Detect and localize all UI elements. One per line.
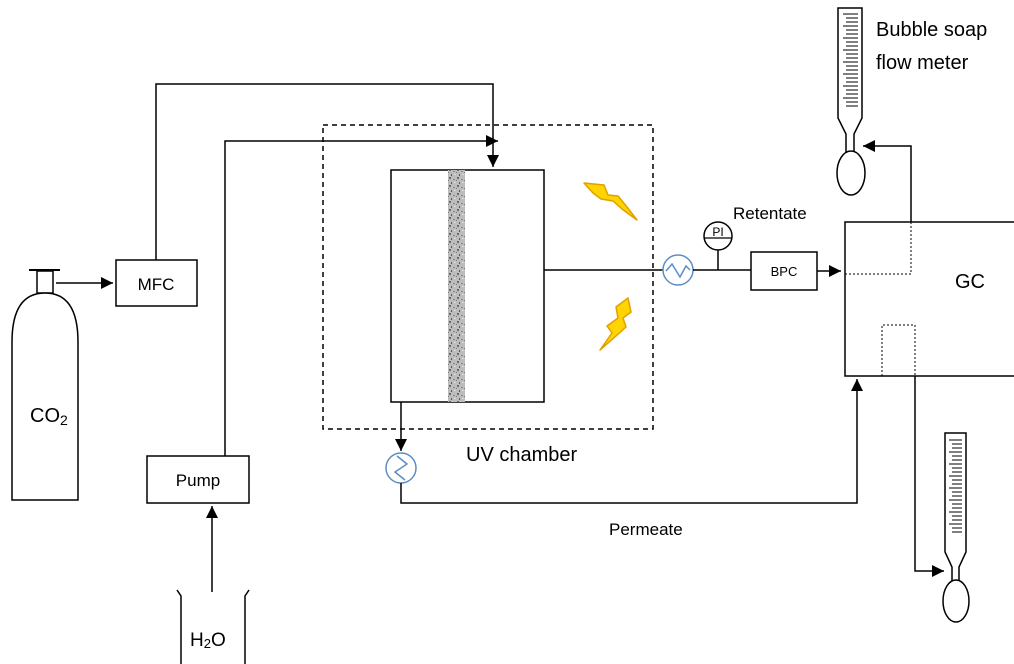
bpc-box: BPC bbox=[750, 251, 818, 291]
uv-chamber-label: UV chamber bbox=[466, 444, 577, 466]
bubble-flow-meter-bottom bbox=[942, 432, 970, 623]
mfc-gas-line bbox=[155, 83, 499, 260]
pump-label: Pump bbox=[176, 471, 220, 490]
co2-cylinder: CO2 bbox=[11, 269, 79, 501]
membrane bbox=[448, 170, 465, 402]
co2-label: CO bbox=[30, 405, 60, 427]
retentate-label: Retentate bbox=[733, 204, 807, 223]
uv-chamber-boundary bbox=[322, 124, 654, 430]
permeate-label: Permeate bbox=[609, 520, 683, 539]
gc-label: GC bbox=[955, 271, 985, 293]
mfc-label: MFC bbox=[138, 275, 175, 294]
retentate-heat-exchanger-icon bbox=[662, 254, 694, 286]
pressure-indicator: PI bbox=[703, 221, 733, 270]
uv-lightning-icon-bottom bbox=[599, 297, 632, 351]
bubble-meter-label-line1: Bubble soap bbox=[876, 19, 987, 41]
bubble-flow-meter-top bbox=[836, 7, 866, 196]
bubble-meter-label-line2: flow meter bbox=[876, 52, 969, 74]
permeate-line-2 bbox=[400, 379, 863, 504]
pump-water-line bbox=[224, 135, 498, 456]
gc-to-bottom-bubble-line bbox=[914, 376, 944, 577]
pump-box: Pump bbox=[146, 455, 250, 504]
permeate-heat-exchanger-icon bbox=[385, 452, 417, 484]
co2-subscript: 2 bbox=[60, 412, 68, 428]
svg-text:CO2: CO2 bbox=[30, 405, 68, 428]
membrane-module bbox=[390, 169, 545, 403]
uv-lightning-icon-top bbox=[583, 182, 638, 221]
mfc-box: MFC bbox=[115, 259, 198, 307]
h2o-beaker: H2O bbox=[176, 589, 250, 664]
bpc-label: BPC bbox=[771, 264, 798, 279]
pi-label: PI bbox=[712, 225, 723, 239]
gc-box: GC bbox=[844, 221, 1014, 377]
gc-to-top-bubble-line bbox=[863, 140, 912, 222]
h2o-label: H bbox=[190, 630, 204, 651]
svg-text:H2O: H2O bbox=[190, 630, 226, 651]
h2o-subscript: 2 bbox=[204, 636, 211, 651]
h2o-label-tail: O bbox=[211, 630, 226, 651]
